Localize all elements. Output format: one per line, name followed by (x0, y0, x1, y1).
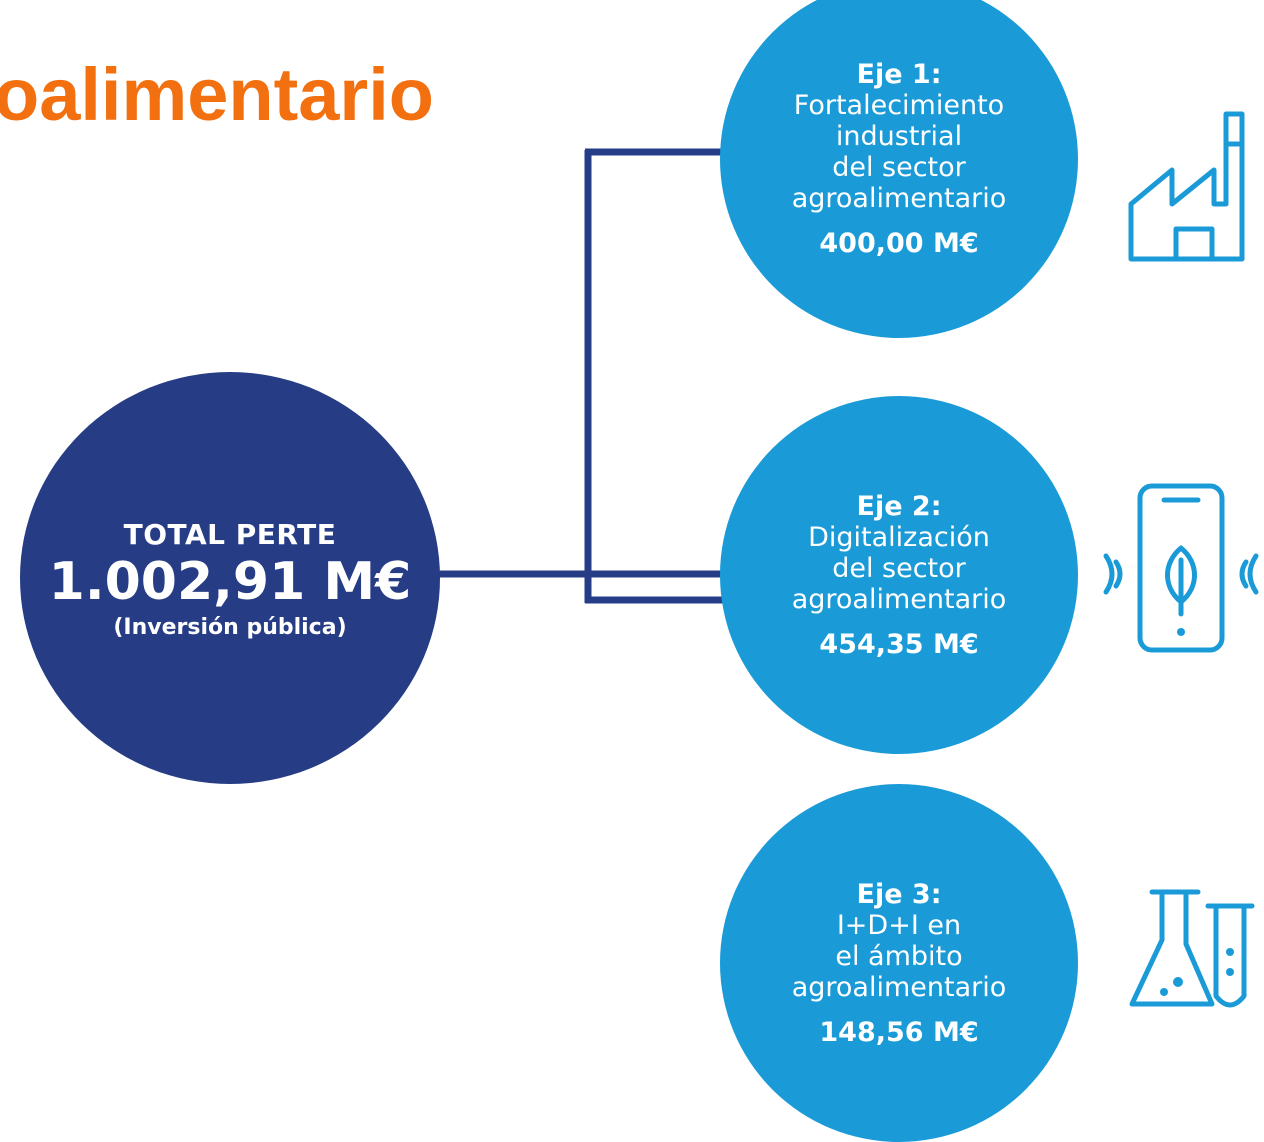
axis-3-amount: 148,56 M€ (819, 1016, 979, 1048)
factory-outline (1128, 111, 1245, 262)
axis-1-circle: Eje 1: Fortalecimiento industrial del se… (720, 0, 1078, 338)
signal-wave-right-inner (1239, 559, 1249, 589)
flask-bubbles (1160, 948, 1234, 996)
factory-icon-stroke (1128, 111, 1245, 262)
factory-door (1173, 226, 1215, 262)
signal-wave-right-outer (1247, 553, 1259, 595)
total-perte-circle: TOTAL PERTE 1.002,91 M€ (Inversión públi… (20, 372, 440, 784)
total-note: (Inversión pública) (113, 615, 347, 641)
axis-3-circle: Eje 3: I+D+I en el ámbito agroalimentari… (720, 784, 1078, 1142)
lab-flask-icon (1129, 889, 1255, 1008)
phone-body (1137, 483, 1225, 653)
axis-2-amount: 454,35 M€ (819, 628, 979, 660)
bubble (1173, 977, 1183, 987)
axis-1-amount: 400,00 M€ (819, 228, 979, 259)
bubble (1160, 988, 1168, 996)
signal-wave-left-outer (1103, 553, 1115, 595)
axis-2-description: Digitalización del sector agroalimentari… (791, 521, 1007, 615)
connector-stroke (430, 148, 730, 604)
axis-3-label: Eje 3: (856, 878, 942, 910)
signal-wave-left-inner (1113, 559, 1123, 589)
flask-body (1129, 889, 1215, 1007)
test-tube (1213, 903, 1247, 1008)
total-label: TOTAL PERTE (123, 517, 337, 551)
phone-button (1177, 628, 1185, 636)
axis-3-description: I+D+I en el ámbito agroalimentario (791, 909, 1007, 1003)
axis-1-description: Fortalecimiento industrial del sector ag… (791, 90, 1007, 214)
page-title: oalimentario (0, 53, 434, 136)
axis-2-circle: Eje 2: Digitalización del sector agroali… (720, 396, 1078, 754)
axis-1-label: Eje 1: (856, 59, 942, 90)
smartphone-icon-stroke (1103, 483, 1259, 653)
bubble (1226, 948, 1234, 956)
flask-icon-stroke (1129, 889, 1255, 1008)
smartphone-leaf-icon (1103, 483, 1259, 653)
bubble (1226, 968, 1234, 976)
axis-2-label: Eje 2: (856, 490, 942, 522)
factory-icon (1128, 111, 1245, 262)
total-amount: 1.002,91 M€ (48, 551, 412, 612)
